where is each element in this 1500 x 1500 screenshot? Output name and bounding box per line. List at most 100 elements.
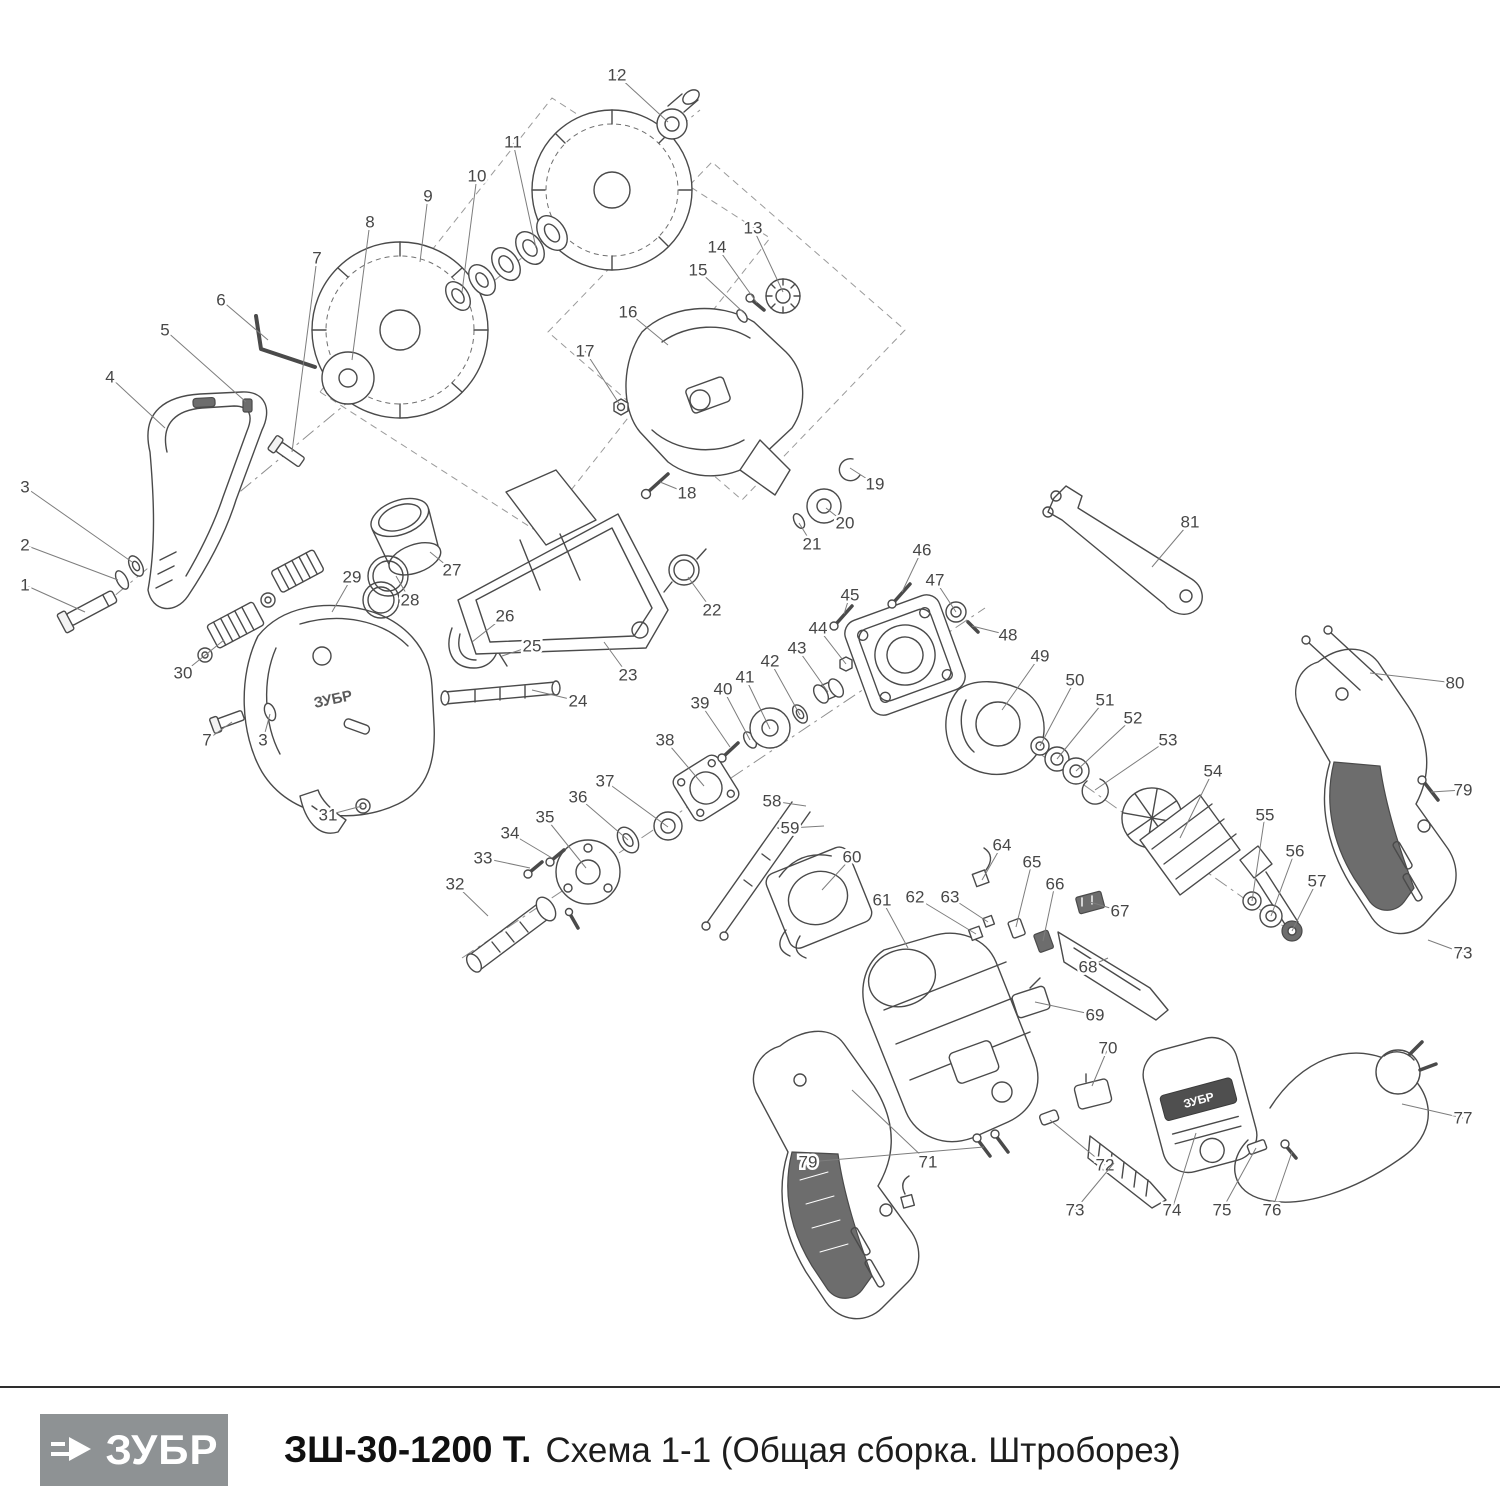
leader-line-60 [821,856,853,891]
part-number-17: 17 [576,342,595,361]
part-number-74: 74 [1163,1201,1182,1220]
part-number-28: 28 [401,591,420,610]
power-cord [1234,1040,1438,1203]
part-number-64: 64 [993,836,1012,855]
leader-line-39 [699,702,731,748]
part-number-42: 42 [761,652,780,671]
part-number-73: 73 [1066,1201,1085,1220]
leader-line-35 [544,816,587,869]
spindle-bush [656,89,700,140]
footer-divider [0,1386,1500,1388]
leader-line-44 [817,627,847,665]
leader-line-69 [1034,1001,1096,1016]
leader-line-76 [1271,1151,1293,1211]
leader-line-16 [627,311,669,346]
leader-line-64 [981,844,1003,881]
part-number-56: 56 [1286,842,1305,861]
leader-line-75 [1221,1147,1257,1211]
part-number-14: 14 [708,238,727,257]
leader-line-62 [914,896,977,935]
part-number-66: 66 [1046,875,1065,894]
leader-line-3 [262,713,271,741]
part-number-79: 79 [1454,781,1473,800]
part-number-46: 46 [913,541,932,560]
leader-line-41 [744,676,771,730]
leader-line-79 [807,1146,985,1163]
leader-line-17 [584,350,621,406]
exploded-view-diagram: ЗУБР [18,63,1475,1320]
wrench [1042,485,1203,615]
leader-line-40 [722,688,751,741]
part-number-36: 36 [569,788,588,807]
leader-line-2 [24,544,119,581]
leader-line-10 [461,175,478,293]
leader-line-23 [603,641,629,676]
part-number-51: 51 [1096,691,1115,710]
part-number-61: 61 [873,891,892,910]
leader-line-12 [616,74,669,123]
part-number-63: 63 [941,888,960,907]
leader-line-15 [697,269,745,314]
leader-line-56 [1270,850,1296,917]
part-number-69: 69 [1086,1006,1105,1025]
part-number-76: 76 [1263,1201,1282,1220]
brush-strip [1057,931,1169,1021]
leader-line-68 [1087,957,1109,968]
part-number-11: 11 [504,133,522,152]
scheme-name: Схема 1-1 (Общая сборка. Штроборез) [545,1431,1181,1470]
part-number-18: 18 [678,484,697,503]
guide-rollers [197,549,324,663]
leader-line-36 [577,796,629,841]
leader-line-55 [1251,814,1266,902]
part-number-39: 39 [691,694,710,713]
bush-cylinder [812,678,845,704]
upper-guard [625,307,804,496]
part-number-6: 6 [216,291,225,310]
part-number-22: 22 [703,601,722,620]
drawing-title: ЗШ-30-1200 Т. Схема 1-1 (Общая сборка. Ш… [284,1429,1181,1471]
leader-line-33 [482,857,531,869]
hex-nut [613,398,629,416]
part-number-10: 10 [468,167,487,186]
leader-line-52 [1075,717,1134,772]
part-number-59: 59 [781,819,800,838]
clamp-bolt-upper [267,435,305,468]
leader-line-22 [687,576,713,611]
leader-line-74 [1171,1132,1197,1211]
leader-line-50 [1039,679,1076,747]
part-number-53: 53 [1159,731,1178,750]
leader-line-38 [664,739,705,787]
leader-line-6 [220,299,269,341]
lower-bolt-group [209,702,371,814]
part-number-72: 72 [1096,1156,1115,1175]
part-number-12: 12 [608,66,627,85]
leader-line-3 [24,486,133,563]
part-number-20: 20 [836,514,855,533]
part-number-26: 26 [496,607,515,626]
leader-line-43 [796,647,829,693]
zubr-logo: ЗУБР [40,1414,228,1486]
leader-line-48 [971,625,1009,636]
part-number-29: 29 [343,568,362,587]
part-number-40: 40 [714,680,733,699]
part-number-24: 24 [569,692,588,711]
leader-line-81 [1151,521,1191,568]
leader-line-7 [291,257,318,453]
part-number-27: 27 [443,561,462,580]
rear-handle-left [752,1030,920,1320]
part-number-79: 79 [799,1153,818,1172]
leader-line-37 [604,780,669,828]
leader-line-11 [512,141,537,249]
stator [765,846,873,959]
motor-cover: ЗУБР [1142,1036,1258,1174]
leader-line-31 [327,805,363,816]
front-handle [147,391,268,610]
fan-cover [945,681,1045,776]
torsion-spring [663,548,707,593]
part-number-77: 77 [1454,1109,1473,1128]
leader-line-5 [164,329,247,403]
part-number-30: 30 [174,664,193,683]
leader-line-73 [1427,939,1464,954]
